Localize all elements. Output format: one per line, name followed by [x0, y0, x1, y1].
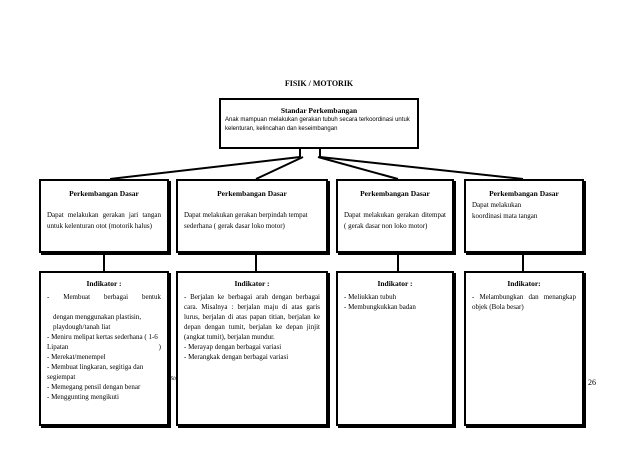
indicator-title: Indikator :	[234, 279, 270, 288]
indicator-title: Indikator:	[507, 279, 541, 288]
development-box-4: Perkembangan Dasar Dapat melakukan koord…	[464, 179, 584, 253]
connector-to-dev-2	[255, 156, 304, 180]
indicator-list: - Meliukkan tubuh - Membungkukkan badan	[344, 292, 446, 312]
indicator-box-3: Indikator : - Meliukkan tubuh - Membungk…	[336, 271, 454, 426]
standard-box: Standar Perkembangan Anak mampuan melaku…	[219, 98, 419, 149]
indicator-item: - Memegang pensil dengan benar	[47, 383, 141, 391]
indicator-item: - Meliukkan tubuh	[344, 293, 397, 301]
development-box-1: Perkembangan Dasar Dapat melakukan gerak…	[39, 179, 169, 253]
indicator-box-4: Indikator: - Melambungkan dan menangkap …	[464, 271, 584, 426]
indicator-list: - Melambungkan dan menangkap objek (Bola…	[472, 292, 576, 312]
development-description: Dapat melakukan gerakan ditempat ( gerak…	[344, 211, 446, 230]
development-box-3: Perkembangan Dasar Dapat melakukan gerak…	[336, 179, 454, 253]
development-title: Perkembangan Dasar	[360, 189, 430, 198]
indicator-list: - Berjalan ke berbagai arah dengan berba…	[184, 292, 320, 362]
development-description: Dapat melakukan gerakan jari tangan untu…	[47, 211, 161, 230]
connector-to-dev-4	[319, 156, 524, 180]
indicator-item: - Membungkukkan badan	[344, 303, 416, 311]
indicator-item: - Merangkak dengan berbagai variasi	[184, 353, 289, 361]
margin-tag: Sis	[170, 376, 178, 382]
indicator-item: - Merekat/menempel	[47, 353, 106, 361]
indicator-item: - Melambungkan dan menangkap objek (Bola…	[472, 293, 576, 311]
connector-to-dev-3	[317, 156, 399, 180]
development-title: Perkembangan Dasar	[217, 189, 287, 198]
indicator-item: - Membuat berbagai bentuk	[47, 293, 161, 301]
indicator-item: - Meniru melipat kertas sederhana ( 1-6 …	[47, 333, 161, 351]
development-description: Dapat melakukan koordinasi mata tangan	[472, 201, 538, 220]
indicator-item: dengan menggunakan plastisin, playdough/…	[53, 313, 142, 331]
indicator-item: - Menggunting mengikuti	[47, 393, 119, 401]
indicator-title: Indikator :	[377, 279, 413, 288]
development-title: Perkembangan Dasar	[69, 189, 139, 198]
indicator-item: - Merayap dengan berbagai variasi	[184, 343, 282, 351]
page-title: FISIK / MOTORIK	[284, 79, 354, 88]
development-box-2: Perkembangan Dasar Dapat melakukan gerak…	[176, 179, 328, 253]
standard-description: Anak mampuan melakukan gerakan tubuh sec…	[225, 117, 410, 132]
indicator-item: - Membuat lingkaran, segitiga dan segiem…	[47, 363, 144, 381]
page-number: 26	[588, 378, 596, 387]
indicator-box-2: Indikator : - Berjalan ke berbagai arah …	[176, 271, 328, 426]
development-description: Dapat melakukan gerakan berpindah tempat…	[184, 211, 308, 230]
indicator-box-1: Indikator : - Membuat berbagai bentuk de…	[39, 271, 169, 426]
connector-to-dev-1	[109, 156, 301, 180]
indicator-list: - Membuat berbagai bentuk dengan menggun…	[47, 292, 161, 402]
indicator-item: - Berjalan ke berbagai arah dengan berba…	[184, 293, 320, 341]
standard-title: Standar Perkembangan	[280, 106, 358, 115]
development-title: Perkembangan Dasar	[489, 189, 559, 198]
indicator-title: Indikator :	[86, 279, 122, 288]
